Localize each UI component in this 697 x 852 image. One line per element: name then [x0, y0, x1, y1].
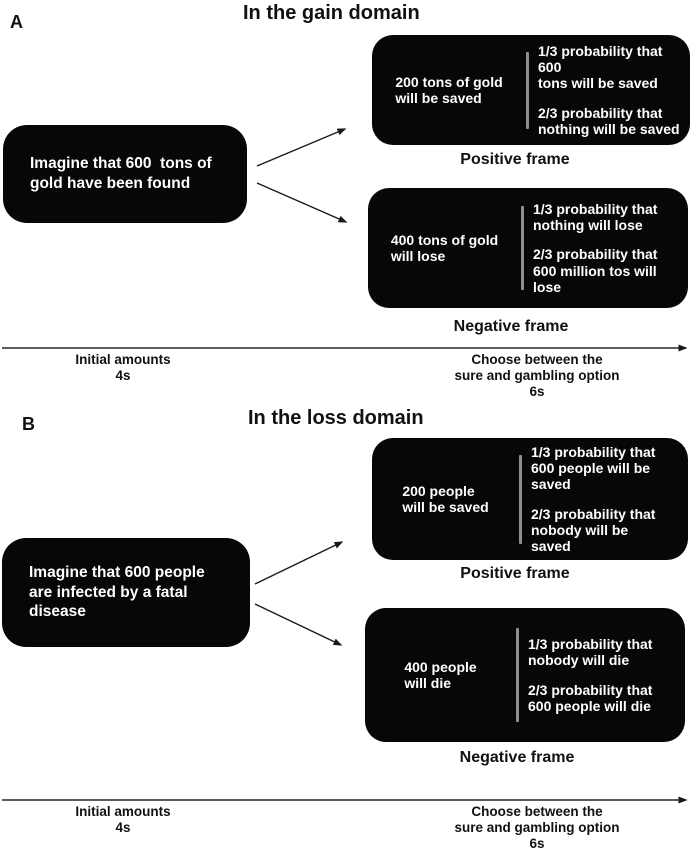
arrow-loss-to-negative — [254, 603, 343, 646]
frame-label-gain-negative: Negative frame — [453, 318, 569, 335]
gamble-option-cell: 1/3 probability that 600 people will be … — [522, 444, 688, 554]
timeline-phase-label: Initial amounts — [75, 804, 171, 819]
gamble-option-cell: 1/3 probability that nothing will lose 2… — [524, 201, 688, 295]
timeline-phase-initial-loss: Initial amounts 4s — [53, 804, 193, 836]
sure-option-cell: 400 tons of gold will lose — [368, 232, 521, 264]
timeline-phase-label: Initial amounts — [75, 352, 171, 367]
sure-option-text: 400 tons of gold will lose — [390, 231, 499, 264]
panel-b-letter: B — [22, 414, 35, 434]
option-box-gain-positive: 200 tons of gold will be saved 1/3 proba… — [372, 35, 690, 145]
gamble-option-text-2: 2/3 probability that 600 million tos wil… — [533, 246, 658, 295]
gamble-option-cell: 1/3 probability that 600 tons will be sa… — [529, 43, 690, 137]
sure-option-cell: 400 people will die — [365, 659, 516, 691]
option-box-loss-negative: 400 people will die 1/3 probability that… — [365, 608, 685, 742]
timeline-phase-duration: 4s — [115, 819, 131, 835]
sure-option-cell: 200 tons of gold will be saved — [372, 74, 526, 106]
gamble-option-text-1: 1/3 probability that 600 tons will be sa… — [538, 42, 663, 92]
divider — [521, 206, 524, 290]
timeline-phase-label: Choose between the sure and gambling opt… — [454, 804, 620, 835]
timeline-phase-initial-gain: Initial amounts 4s — [53, 352, 193, 384]
sure-option-text: 200 tons of gold will be saved — [395, 73, 503, 106]
panel-a-letter: A — [10, 12, 23, 32]
arrow-gain-to-negative — [256, 182, 348, 223]
timeline-phase-choice-loss: Choose between the sure and gambling opt… — [432, 804, 642, 851]
stimulus-text-gain: Imagine that 600 tons of gold have been … — [30, 155, 212, 192]
frame-label-loss-negative: Negative frame — [459, 749, 575, 766]
timeline-phase-duration: 6s — [529, 835, 545, 851]
sure-option-cell: 200 people will be saved — [372, 483, 519, 515]
gamble-option-text-1: 1/3 probability that 600 people will be … — [531, 443, 656, 493]
gamble-option-text-1: 1/3 probability that nobody will die — [528, 636, 653, 669]
gamble-option-cell: 1/3 probability that nobody will die 2/3… — [519, 636, 685, 714]
frame-label-loss-positive: Positive frame — [460, 565, 570, 582]
stimulus-box-loss: Imagine that 600 people are infected by … — [2, 538, 250, 647]
timeline-phase-label: Choose between the sure and gambling opt… — [454, 352, 620, 383]
panel-b-title: In the loss domain — [248, 407, 424, 429]
gamble-option-text-2: 2/3 probability that 600 people will die — [528, 681, 653, 714]
option-box-gain-negative: 400 tons of gold will lose 1/3 probabili… — [368, 188, 688, 308]
divider — [526, 51, 529, 129]
timeline-phase-duration: 6s — [529, 383, 545, 399]
timeline-phase-duration: 4s — [115, 367, 131, 383]
gamble-option-text-2: 2/3 probability that nothing will be sav… — [538, 104, 680, 137]
frame-label-gain-positive: Positive frame — [460, 151, 570, 168]
divider — [516, 628, 519, 722]
stimulus-text-loss: Imagine that 600 people are infected by … — [29, 563, 205, 621]
option-box-loss-positive: 200 people will be saved 1/3 probability… — [372, 438, 688, 560]
stimulus-box-gain: Imagine that 600 tons of gold have been … — [3, 125, 247, 223]
sure-option-text: 200 people will be saved — [402, 482, 489, 515]
gamble-option-text-1: 1/3 probability that nothing will lose — [533, 200, 658, 234]
arrow-loss-to-positive — [254, 541, 344, 585]
divider — [519, 454, 522, 544]
panel-a-title: In the gain domain — [243, 2, 420, 24]
gamble-option-text-2: 2/3 probability that nobody will be save… — [531, 505, 656, 554]
timeline-phase-choice-gain: Choose between the sure and gambling opt… — [432, 352, 642, 399]
arrow-gain-to-positive — [256, 128, 347, 167]
sure-option-text: 400 people will die — [404, 658, 477, 691]
